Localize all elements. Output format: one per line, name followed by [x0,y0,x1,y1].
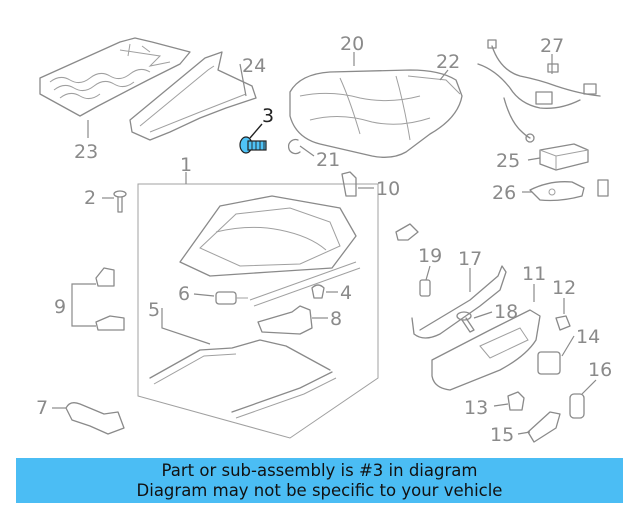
part-19-switch [419,279,431,297]
part-7-link [65,402,125,435]
part-8-motor [257,305,313,335]
callout-7: 7 [36,397,48,419]
callout-15: 15 [490,424,514,446]
info-banner: Part or sub-assembly is #3 in diagram Di… [16,458,623,503]
callout-6: 6 [178,283,190,305]
part-18-screw [456,311,475,333]
parts-diagram: 1 2 3 4 5 6 7 8 9 10 11 12 13 14 15 16 1… [36,33,612,446]
part-24-panel [129,51,257,141]
part-23-heater-mat [39,37,191,117]
callout-27: 27 [540,35,564,57]
callout-17: 17 [458,248,482,270]
part-3-bolt-highlighted [239,136,267,154]
banner-line-1: Part or sub-assembly is #3 in diagram [161,460,478,480]
callout-19: 19 [418,245,442,267]
callout-25: 25 [496,150,520,172]
callout-10: 10 [376,178,400,200]
leader-lines [52,52,597,435]
part-15-cover [527,411,561,443]
callout-23: 23 [74,141,98,163]
callout-21: 21 [316,149,340,171]
callout-3-highlighted: 3 [262,105,274,127]
callout-4: 4 [340,282,352,304]
part-6-motor [215,291,248,305]
part-16-knob [569,393,585,419]
callout-12: 12 [552,277,576,299]
part-13-cap [507,391,525,411]
part-27-wiring-harness [477,39,601,143]
part-22-trim [407,75,461,95]
callout-1: 1 [180,154,192,176]
part-20-seat-cushion [289,69,463,158]
callout-22: 22 [436,51,460,73]
part-11-side-shield [431,309,541,391]
callout-5: 5 [148,299,160,321]
part-10-bracket [341,171,419,241]
callout-18: 18 [494,301,518,323]
callout-20: 20 [340,33,364,55]
banner-line-2: Diagram may not be specific to your vehi… [136,480,503,500]
callout-11: 11 [522,263,546,285]
callout-13: 13 [464,397,488,419]
part-25-module [539,143,589,171]
part-21-clip [287,138,301,155]
part-26-bracket [529,179,609,202]
callout-9: 9 [54,296,66,318]
part-17-cable [411,265,507,339]
callout-2: 2 [84,187,96,209]
part-9-clips [95,267,125,331]
callout-labels: 1 2 3 4 5 6 7 8 9 10 11 12 13 14 15 16 1… [36,33,612,446]
part-2-screw [113,190,127,213]
part-4-clip [311,284,325,299]
part-14-switch [537,351,561,375]
callout-24: 24 [242,55,266,77]
part-1-assembly-frame [137,183,379,439]
part-12-clip [555,315,571,331]
callout-14: 14 [576,326,600,348]
callout-26: 26 [492,182,516,204]
callout-8: 8 [330,308,342,330]
callout-16: 16 [588,359,612,381]
